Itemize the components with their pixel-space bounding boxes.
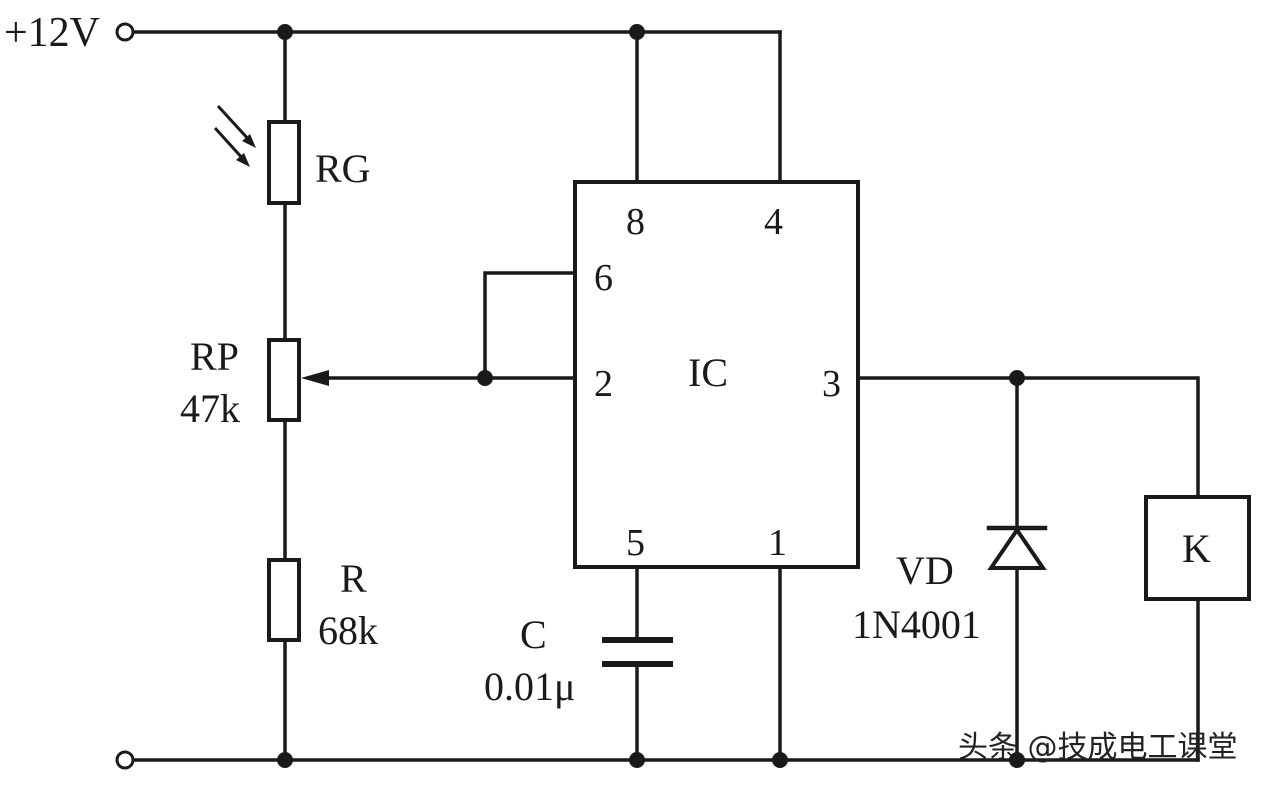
light-arrows-icon xyxy=(213,104,256,167)
relay-coil xyxy=(1144,495,1251,601)
wire-output xyxy=(856,376,1200,499)
junction-dot xyxy=(772,752,788,768)
junction-dot xyxy=(1009,370,1025,386)
supply-label: +12V xyxy=(4,10,100,56)
photoresistor-body xyxy=(267,120,301,205)
pin-4-label: 4 xyxy=(764,201,783,243)
wire-pin6-pin2 xyxy=(483,271,577,380)
potentiometer-rp xyxy=(267,338,329,422)
junctions xyxy=(277,24,1025,768)
junction-dot xyxy=(1009,752,1025,768)
resistor-name-label: R xyxy=(340,556,367,601)
capacitor-c xyxy=(602,637,673,667)
supply-terminal xyxy=(115,22,135,42)
diode-part-label: 1N4001 xyxy=(852,602,981,647)
capacitor-name-label: C xyxy=(520,612,547,657)
resistor-r xyxy=(267,558,301,642)
photoresistor-rg xyxy=(213,104,301,205)
potentiometer-body xyxy=(267,338,301,422)
ground-terminal xyxy=(115,750,135,770)
pin-3-label: 3 xyxy=(822,363,841,405)
pin-5-label: 5 xyxy=(626,522,645,564)
wires xyxy=(133,30,1200,762)
diode-vd xyxy=(986,525,1048,570)
ic-body xyxy=(573,180,860,569)
junction-dot xyxy=(629,24,645,40)
potentiometer-name-label: RP xyxy=(190,334,239,379)
pin-8-label: 8 xyxy=(626,201,645,243)
wiper-arrow-icon xyxy=(301,370,329,386)
watermark: 头条 @技成电工课堂 xyxy=(958,730,1238,765)
potentiometer-value-label: 47k xyxy=(180,386,240,431)
photoresistor-label: RG xyxy=(315,146,371,191)
pin-6-label: 6 xyxy=(594,257,613,299)
pin-2-label: 2 xyxy=(594,363,613,405)
junction-dot xyxy=(629,752,645,768)
ic-label: IC xyxy=(688,350,728,395)
capacitor-value-label: 0.01μ xyxy=(484,664,575,709)
diode-triangle xyxy=(987,526,1047,570)
junction-dot xyxy=(277,752,293,768)
diode-name-label: VD xyxy=(896,548,954,593)
resistor-value-label: 68k xyxy=(318,608,378,653)
relay-label: K xyxy=(1182,526,1211,571)
junction-dot xyxy=(277,24,293,40)
junction-dot xyxy=(477,370,493,386)
pin-1-label: 1 xyxy=(768,522,787,564)
